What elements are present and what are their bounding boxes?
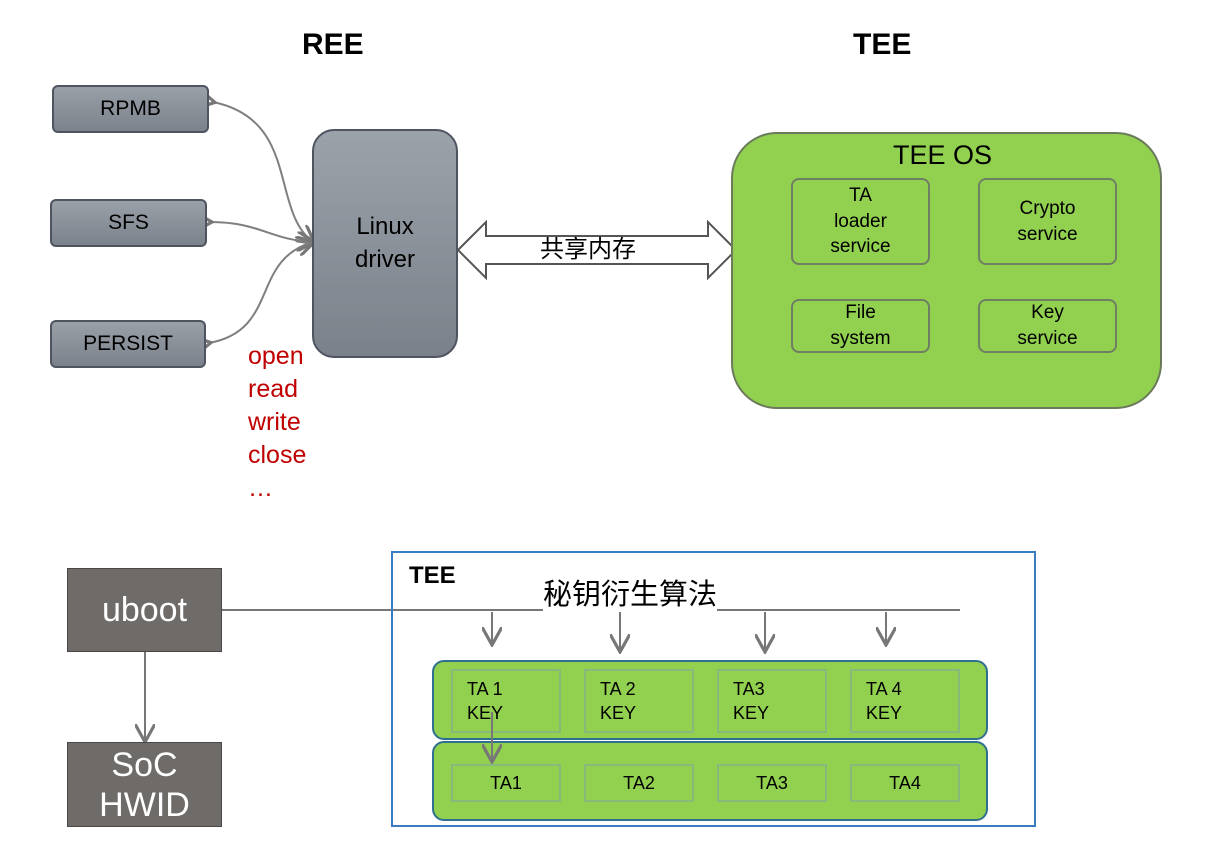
persist-label: PERSIST [83, 332, 173, 355]
rpmb-connector [213, 102, 313, 242]
persist-box: PERSIST [50, 320, 206, 368]
ta-label: TA3 [756, 772, 788, 793]
tee-panel-title: TEE [409, 562, 456, 589]
ta3-cell: TA3 [717, 764, 827, 802]
key-line: KEY [866, 703, 903, 723]
sfs-box: SFS [50, 199, 207, 247]
ta4-cell: TA4 [850, 764, 960, 802]
ta1-key-cell: TA 1 KEY [451, 669, 561, 733]
svc-line: Key [1031, 302, 1064, 324]
svc-line: File [845, 302, 876, 324]
svc-line: service [830, 236, 891, 258]
operation-item: open [248, 342, 304, 370]
ta4-key-cell: TA 4 KEY [850, 669, 960, 733]
operation-item: close [248, 441, 307, 469]
key-line: KEY [600, 703, 637, 723]
ta-label: TA4 [889, 772, 921, 793]
linux-driver-box: Linux driver [312, 129, 458, 358]
svc-line: loader [834, 210, 887, 232]
soc-hwid-box: SoC HWID [67, 742, 222, 827]
key-line: KEY [467, 703, 504, 723]
tee-heading: TEE [853, 28, 912, 61]
ta-key-row [432, 660, 988, 740]
key-line: TA 2 [600, 679, 636, 699]
algorithm-label: 秘钥衍生算法 [543, 578, 718, 612]
ta-label: TA2 [623, 772, 655, 793]
tee-panel-frame [391, 551, 1036, 827]
key-line: TA 1 [467, 679, 503, 699]
key-line: TA3 [733, 679, 765, 699]
ta3-key-cell: TA3 KEY [717, 669, 827, 733]
driver-label-line2: driver [354, 245, 415, 273]
tee-os-title: TEE OS [893, 140, 993, 170]
rpmb-box: RPMB [52, 85, 209, 133]
tee-os-container: TEE OS TA loader service Crypto service … [731, 132, 1162, 409]
uboot-label: uboot [101, 590, 188, 629]
ree-heading: REE [302, 28, 364, 61]
rpmb-label: RPMB [100, 97, 161, 120]
uboot-box: uboot [67, 568, 222, 652]
svc-line: system [830, 328, 891, 349]
soc-label-line1: SoC [111, 745, 178, 784]
key-service-box: Key service [978, 299, 1117, 353]
key-line: TA 4 [866, 679, 902, 699]
svc-line: TA [849, 185, 872, 207]
shared-memory-label: 共享内存 [540, 236, 636, 263]
svc-line: service [1017, 223, 1078, 245]
operation-item: write [248, 408, 301, 436]
file-system-box: File system [791, 299, 930, 353]
ta1-cell: TA1 [451, 764, 561, 802]
key-line: KEY [733, 703, 770, 723]
svc-line: service [1017, 328, 1078, 349]
ta-row [432, 741, 988, 821]
driver-label-line1: Linux [356, 213, 414, 241]
svc-line: Crypto [1019, 197, 1076, 219]
sfs-label: SFS [108, 211, 149, 234]
ta-label: TA1 [490, 772, 522, 793]
operation-item: read [248, 375, 299, 403]
crypto-service-box: Crypto service [978, 178, 1117, 265]
ta2-key-cell: TA 2 KEY [584, 669, 694, 733]
operations-list: open read write close … [248, 340, 306, 505]
ta2-cell: TA2 [584, 764, 694, 802]
ta-loader-service-box: TA loader service [791, 178, 930, 265]
soc-label-line2: HWID [99, 785, 190, 824]
persist-connector [209, 242, 313, 343]
operation-item: … [248, 474, 273, 502]
